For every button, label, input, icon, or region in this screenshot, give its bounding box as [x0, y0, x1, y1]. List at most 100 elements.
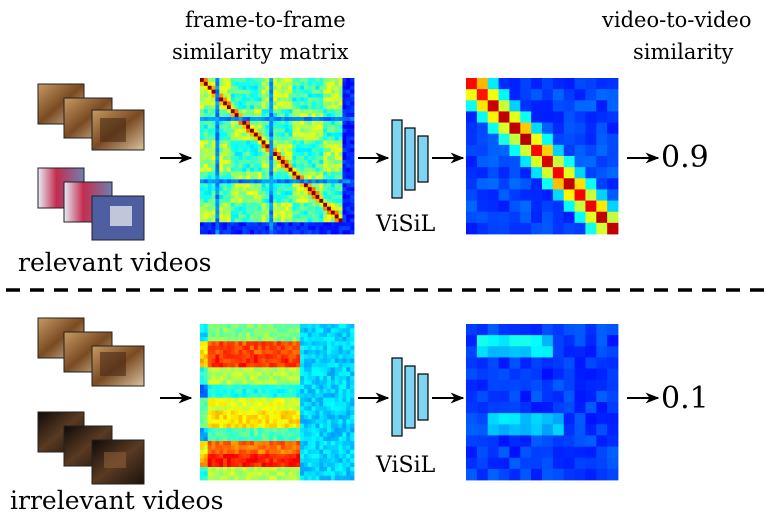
heatmap-cell — [292, 445, 297, 451]
heatmap-cell — [350, 350, 355, 355]
heatmap-cell — [207, 371, 212, 377]
heatmap-cell — [234, 163, 239, 169]
heatmap-cell — [238, 140, 243, 145]
heatmap-cell — [315, 222, 320, 227]
heatmap-cell — [269, 358, 274, 364]
heatmap-cell — [520, 156, 532, 168]
heatmap-cell — [296, 109, 301, 114]
heatmap-cell — [230, 354, 236, 360]
heatmap-cell — [307, 475, 313, 481]
heatmap-cell — [346, 354, 351, 360]
heatmap-cell — [334, 144, 339, 149]
heatmap-cell — [226, 81, 232, 87]
heatmap-cell — [230, 195, 236, 200]
heatmap-cell — [311, 195, 316, 200]
heatmap-cell — [273, 101, 278, 106]
visil-label-bottom: ViSiL — [376, 453, 436, 478]
heatmap-cell — [292, 191, 297, 196]
heatmap-cell — [315, 419, 320, 425]
heatmap-cell — [487, 390, 499, 403]
heatmap-cell — [334, 389, 339, 394]
heatmap-cell — [215, 449, 220, 455]
heatmap-cell — [303, 81, 309, 87]
heatmap-cell — [296, 198, 301, 204]
heatmap-cell — [273, 389, 278, 394]
heatmap-cell — [246, 81, 251, 87]
heatmap-cell — [242, 397, 247, 403]
heatmap-cell — [327, 406, 332, 412]
heatmap-cell — [215, 222, 220, 227]
heatmap-cell — [334, 187, 339, 192]
heatmap-cell — [296, 132, 301, 137]
heatmap-cell — [327, 341, 332, 347]
heatmap-cell — [215, 109, 220, 114]
heatmap-cell — [269, 402, 274, 407]
heatmap-cell — [219, 89, 224, 94]
heatmap-cell — [338, 179, 343, 184]
heatmap-cell — [315, 171, 320, 176]
heatmap-cell — [292, 371, 297, 377]
heatmap-cell — [219, 97, 224, 102]
heatmap-cell — [327, 156, 332, 161]
heatmap-cell — [350, 144, 355, 149]
heatmap-cell — [292, 124, 297, 130]
heatmap-cell — [327, 191, 332, 196]
score-title-line1: video-to-video — [602, 8, 752, 32]
heatmap-cell — [226, 462, 232, 468]
heatmap-cell — [246, 415, 251, 420]
heatmap-cell — [307, 371, 313, 377]
heatmap-cell — [230, 397, 236, 403]
heatmap-cell — [253, 406, 259, 412]
heatmap-cell — [350, 393, 355, 399]
heatmap-cell — [226, 136, 232, 141]
heatmap-cell — [531, 346, 543, 358]
heatmap-cell — [261, 380, 266, 386]
heatmap-cell — [596, 357, 608, 369]
heatmap-cell — [350, 179, 355, 184]
heatmap-cell — [257, 218, 262, 223]
heatmap-cell — [200, 167, 205, 172]
heatmap-cell — [346, 179, 351, 184]
heatmap-cell — [307, 198, 313, 204]
heatmap-cell — [330, 454, 336, 459]
heatmap-cell — [531, 446, 543, 459]
heatmap-cell — [315, 85, 320, 91]
heatmap-cell — [542, 324, 554, 336]
heatmap-cell — [273, 397, 278, 403]
heatmap-cell — [265, 337, 270, 342]
heatmap-cell — [257, 226, 262, 231]
heatmap-cell — [509, 167, 521, 179]
heatmap-cell — [327, 415, 332, 420]
heatmap-cell — [215, 187, 220, 192]
heatmap-cell — [334, 214, 339, 219]
heatmap-cell — [234, 354, 239, 360]
heatmap-cell — [269, 345, 274, 351]
heatmap-cell — [288, 406, 293, 412]
heatmap-cell — [242, 140, 247, 145]
heatmap-cell — [330, 337, 336, 342]
heatmap-cell — [346, 218, 351, 223]
heatmap-cell — [203, 454, 209, 459]
heatmap-cell — [292, 97, 297, 102]
heatmap-cell — [219, 195, 224, 200]
heatmap-cell — [203, 97, 209, 102]
heatmap-cell — [223, 467, 228, 472]
heatmap-cell — [315, 354, 320, 360]
heatmap-cell — [509, 78, 521, 90]
heatmap-cell — [215, 324, 220, 329]
heatmap-cell — [261, 345, 266, 351]
heatmap-cell — [200, 410, 205, 416]
heatmap-cell — [234, 136, 239, 141]
heatmap-cell — [230, 183, 236, 188]
heatmap-cell — [288, 384, 293, 390]
heatmap-cell — [211, 428, 216, 433]
heatmap-cell — [280, 402, 286, 407]
heatmap-cell — [253, 81, 259, 87]
heatmap-cell — [250, 97, 255, 102]
heatmap-cell — [226, 467, 232, 472]
heatmap-cell — [346, 350, 351, 355]
heatmap-cell — [323, 350, 328, 355]
heatmap-cell — [211, 117, 216, 122]
heatmap-cell — [200, 89, 205, 94]
heatmap-cell — [346, 81, 351, 87]
